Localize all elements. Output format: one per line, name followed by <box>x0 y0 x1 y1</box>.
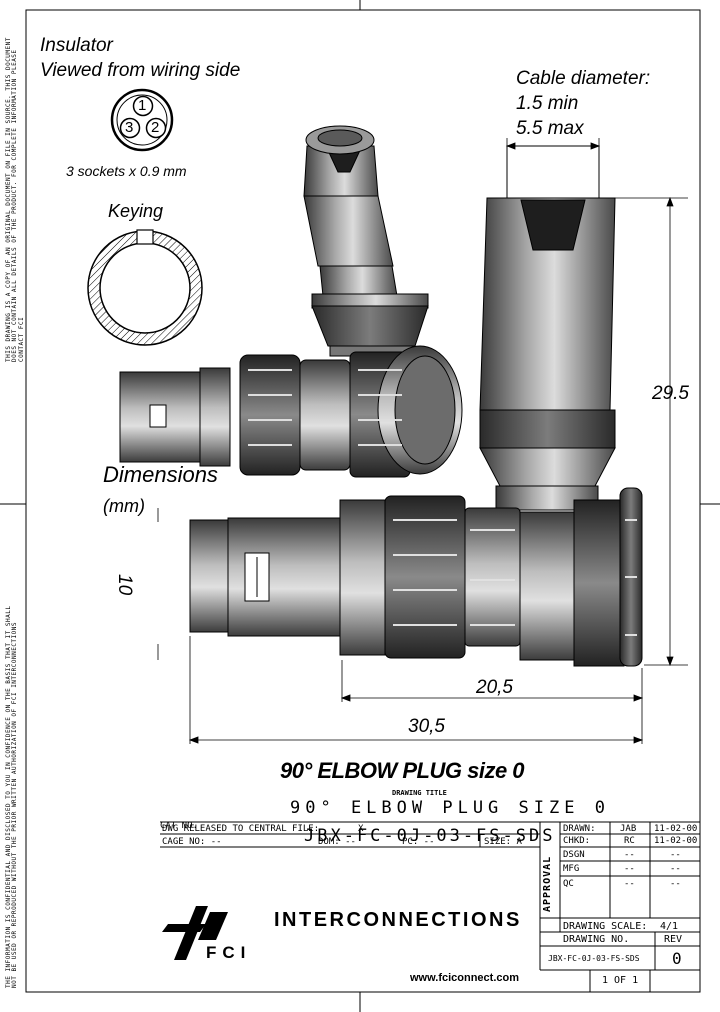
row-dsgn-label: DSGN <box>563 850 585 860</box>
dimension-lines <box>157 138 688 744</box>
dimensions-label: Dimensions <box>103 462 218 487</box>
cable-diameter-label: Cable diameter: <box>516 68 651 89</box>
scale-value: 4/1 <box>660 921 679 932</box>
pin-3-label: 3 <box>125 119 134 136</box>
cable-max: 5.5 max <box>516 118 584 139</box>
dim-length-total: 30,5 <box>408 716 445 737</box>
drawing-title-caption: DRAWING TITLE <box>392 789 447 797</box>
drawing-title: 90° ELBOW PLUG SIZE 0 <box>290 798 610 818</box>
row-dsgn-date: -- <box>670 850 681 860</box>
margin-note-bottom: THE INFORMATION IS CONFIDENTIAL AND DISC… <box>5 605 19 988</box>
dwg-released-label: DWG RELEASED TO CENTRAL FILE: <box>162 824 320 834</box>
insulator-subtitle: Viewed from wiring side <box>40 60 241 81</box>
fci-logo-text: FCI <box>206 943 252 962</box>
drawing-no: JBX-FC-0J-03-FS-SDS <box>548 954 640 963</box>
dom: DOM: -- <box>318 837 356 847</box>
cable-min: 1.5 min <box>516 93 579 114</box>
drawing-no-label: DRAWING NO. <box>563 934 630 945</box>
keying-label: Keying <box>108 201 164 221</box>
cat-no-label: CAT NO. <box>160 821 198 831</box>
fci-logo-icon <box>162 906 228 960</box>
elbow-plug-isometric <box>119 125 463 478</box>
dim-length-body: 20,5 <box>476 677 513 698</box>
rev-value: 0 <box>672 949 682 968</box>
main-title: 90° ELBOW PLUG size 0 <box>280 758 525 783</box>
row-qc-label: QC <box>563 879 574 889</box>
cat-no: JBX-FC-0J-03-FS-SDS <box>304 826 556 846</box>
margin-note-top: THIS DRAWING IS A COPY OF AN ORIGINAL DO… <box>5 37 25 362</box>
dim-height-body: 10 <box>114 574 135 596</box>
title-block-grid <box>160 821 700 992</box>
row-chkd-date: 11-02-00 <box>654 836 698 846</box>
row-qc-date: -- <box>670 879 681 889</box>
row-mfg-label: MFG <box>563 864 580 874</box>
approval-label: APPROVAL <box>542 855 553 912</box>
row-drawn-label: DRAWN: <box>563 824 596 834</box>
sheet-number: 1 OF 1 <box>602 975 639 986</box>
dimensions-unit: (mm) <box>103 496 145 516</box>
website: www.fciconnect.com <box>410 972 520 984</box>
pc: PC: -- <box>402 837 435 847</box>
row-mfg-date: -- <box>670 864 681 874</box>
row-mfg-by: -- <box>624 864 635 874</box>
row-dsgn-by: -- <box>624 850 635 860</box>
size: SIZE: A <box>484 837 522 847</box>
row-qc-by: -- <box>624 879 635 889</box>
insulator-title: Insulator <box>40 35 113 56</box>
row-drawn-date: 11-02-00 <box>654 824 698 834</box>
insulator-face-view <box>110 88 174 152</box>
row-chkd-label: CHKD: <box>563 836 591 846</box>
dim-height-total: 29.5 <box>652 383 689 404</box>
cage-no: CAGE NO: -- <box>162 837 222 847</box>
dwg-released-value: X <box>358 824 364 834</box>
row-chkd-by: RC <box>624 836 635 846</box>
scale-label: DRAWING SCALE: <box>563 921 648 932</box>
pin-2-label: 2 <box>151 119 160 136</box>
pin-1-label: 1 <box>138 97 147 114</box>
row-drawn-by: JAB <box>620 824 637 834</box>
keying-ring <box>87 229 203 346</box>
sockets-note: 3 sockets x 0.9 mm <box>66 163 187 179</box>
company-name: INTERCONNECTIONS <box>274 909 522 931</box>
elbow-plug-side-elevation <box>189 145 643 667</box>
rev-label: REV <box>664 934 683 945</box>
